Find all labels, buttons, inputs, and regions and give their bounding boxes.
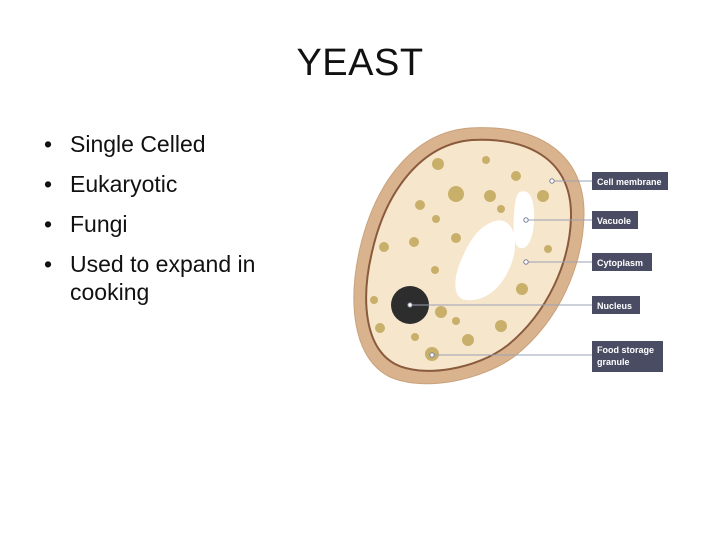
granule [495, 320, 507, 332]
label-box [592, 211, 638, 229]
granule [482, 156, 490, 164]
granule [451, 233, 461, 243]
granule [537, 190, 549, 202]
granule [415, 200, 425, 210]
bullet-dot: • [44, 171, 53, 197]
granule [511, 171, 521, 181]
label-cell-membrane: Cell membrane [592, 172, 668, 190]
granule [431, 266, 439, 274]
bullet-text: Eukaryotic [70, 171, 178, 197]
leader-endpoint [407, 302, 413, 308]
label-text: Cell membrane [597, 177, 662, 187]
bullet-dot: • [44, 131, 53, 157]
label-text: Cytoplasm [597, 258, 643, 268]
bullet-list: • Single Celled • Eukaryotic • Fungi • U… [44, 130, 334, 318]
granule [452, 317, 460, 325]
leader-endpoint [429, 352, 435, 358]
bullet-text: Single Celled [70, 131, 206, 157]
label-text: Food storage [597, 345, 654, 355]
granule [497, 205, 505, 213]
granule [432, 158, 444, 170]
granule [432, 215, 440, 223]
large-vacuole [455, 220, 516, 301]
bullet-item: • Eukaryotic [44, 170, 334, 198]
leader-lines [410, 180, 592, 356]
granule [370, 296, 378, 304]
label-box [592, 341, 663, 372]
label-vacuole: Vacuole [592, 211, 638, 229]
slide-title: YEAST [296, 42, 424, 84]
granule [375, 323, 385, 333]
bullet-dot: • [44, 211, 53, 237]
granule [435, 306, 447, 318]
granule [484, 190, 496, 202]
leader-endpoint [549, 178, 555, 184]
granule-group [370, 156, 552, 361]
label-text: granule [597, 357, 630, 367]
label-nucleus: Nucleus [592, 296, 640, 314]
label-box [592, 296, 640, 314]
label-text: Nucleus [597, 301, 632, 311]
granule [411, 333, 419, 341]
leader-endpoint [523, 217, 529, 223]
label-food-storage-granule: Food storage granule [592, 341, 663, 372]
label-box [592, 253, 652, 271]
bullet-item: • Single Celled [44, 130, 334, 158]
label-cytoplasm: Cytoplasm [592, 253, 652, 271]
granule [516, 283, 528, 295]
bullet-text: Used to expand in cooking [70, 251, 256, 305]
granule [448, 186, 464, 202]
granule [379, 242, 389, 252]
bullet-item: • Fungi [44, 210, 334, 238]
bullet-text: Fungi [70, 211, 128, 237]
granule [462, 334, 474, 346]
label-box [592, 172, 668, 190]
bullet-item: • Used to expand in cooking [44, 250, 334, 306]
leader-endpoints [407, 178, 555, 358]
granule [409, 237, 419, 247]
bullet-dot: • [44, 251, 53, 277]
leader-endpoint [523, 259, 529, 265]
granule [544, 245, 552, 253]
label-text: Vacuole [597, 216, 631, 226]
